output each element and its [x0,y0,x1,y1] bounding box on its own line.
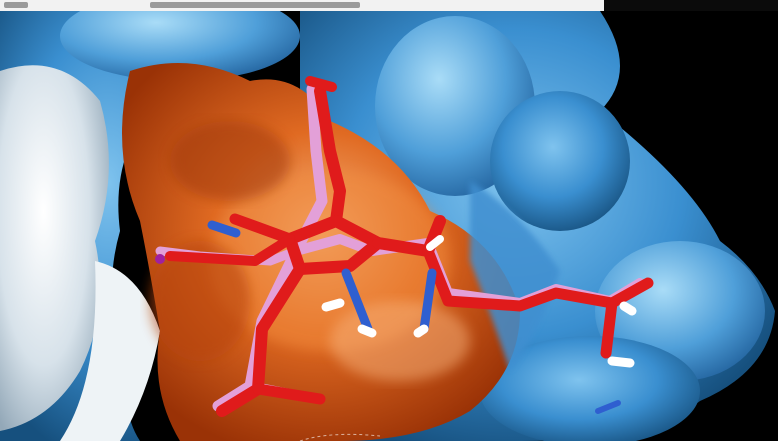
surface-blue-top [60,11,300,81]
nitrogen-stub [207,220,241,238]
pocket-shadow [170,121,290,201]
ligand-heteroatoms [155,220,637,414]
protein-surface-scene[interactable] [0,11,778,441]
protein-surface [0,11,775,441]
pocket-highlight [330,301,470,381]
dashed-contact-line [299,433,381,441]
atom-highlight-purple [155,254,165,264]
hydrogen-stub [413,324,429,338]
top-toolbar [0,0,778,11]
hydrogen-stub [321,298,345,312]
hydrogen-stub [357,324,377,338]
hydrogen-stub [607,356,635,368]
toolbar-text-blurred [150,2,360,8]
surface-blue-fringe [470,181,560,371]
nitrogen-stub [341,268,373,334]
ligand-red-model [165,76,654,417]
nitrogen-stub [419,268,437,334]
hydrogen-stub [426,235,444,251]
surface-white-ridge [60,261,160,441]
surface-blue-lobe [480,336,700,441]
nitrogen-stub [595,400,621,414]
surface-white-region [0,65,109,432]
toolbar-text-blurred [4,2,28,8]
surface-blue-lobe [490,91,630,231]
hydrogen-stub [619,301,637,316]
toolbar-dark-panel [604,0,778,11]
pocket-shadow [150,241,250,361]
